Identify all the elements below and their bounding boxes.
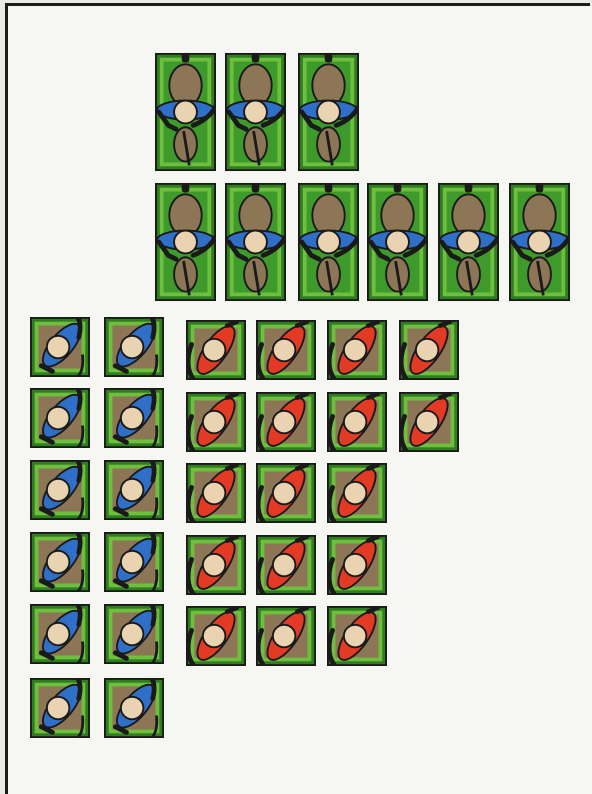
blue-lying-counter[interactable] (30, 317, 90, 377)
red-lying-counter[interactable] (256, 535, 316, 595)
blue-standing-counter[interactable] (298, 180, 359, 304)
red-lying-counter[interactable] (399, 392, 459, 452)
red-lying-counter[interactable] (186, 320, 246, 380)
sheet-border-top (5, 3, 590, 6)
blue-lying-counter[interactable] (30, 532, 90, 592)
blue-lying-counter[interactable] (104, 532, 164, 592)
blue-lying-counter[interactable] (30, 678, 90, 738)
red-lying-counter[interactable] (256, 392, 316, 452)
blue-standing-counter[interactable] (225, 50, 286, 174)
red-lying-counter[interactable] (327, 463, 387, 523)
blue-standing-counter[interactable] (155, 180, 216, 304)
red-lying-counter[interactable] (186, 392, 246, 452)
blue-standing-counter[interactable] (438, 180, 499, 304)
red-lying-counter[interactable] (327, 535, 387, 595)
blue-lying-counter[interactable] (30, 604, 90, 664)
blue-standing-counter[interactable] (298, 50, 359, 174)
red-lying-counter[interactable] (399, 320, 459, 380)
red-lying-counter[interactable] (186, 535, 246, 595)
red-lying-counter[interactable] (256, 606, 316, 666)
blue-lying-counter[interactable] (104, 678, 164, 738)
sheet-border-left (5, 3, 8, 794)
red-lying-counter[interactable] (327, 320, 387, 380)
red-lying-counter[interactable] (186, 606, 246, 666)
blue-lying-counter[interactable] (104, 388, 164, 448)
blue-lying-counter[interactable] (104, 460, 164, 520)
blue-lying-counter[interactable] (30, 460, 90, 520)
red-lying-counter[interactable] (256, 320, 316, 380)
blue-standing-counter[interactable] (155, 50, 216, 174)
blue-lying-counter[interactable] (104, 604, 164, 664)
red-lying-counter[interactable] (186, 463, 246, 523)
blue-lying-counter[interactable] (30, 388, 90, 448)
blue-lying-counter[interactable] (104, 317, 164, 377)
red-lying-counter[interactable] (327, 392, 387, 452)
blue-standing-counter[interactable] (225, 180, 286, 304)
red-lying-counter[interactable] (256, 463, 316, 523)
blue-standing-counter[interactable] (367, 180, 428, 304)
blue-standing-counter[interactable] (509, 180, 570, 304)
red-lying-counter[interactable] (327, 606, 387, 666)
